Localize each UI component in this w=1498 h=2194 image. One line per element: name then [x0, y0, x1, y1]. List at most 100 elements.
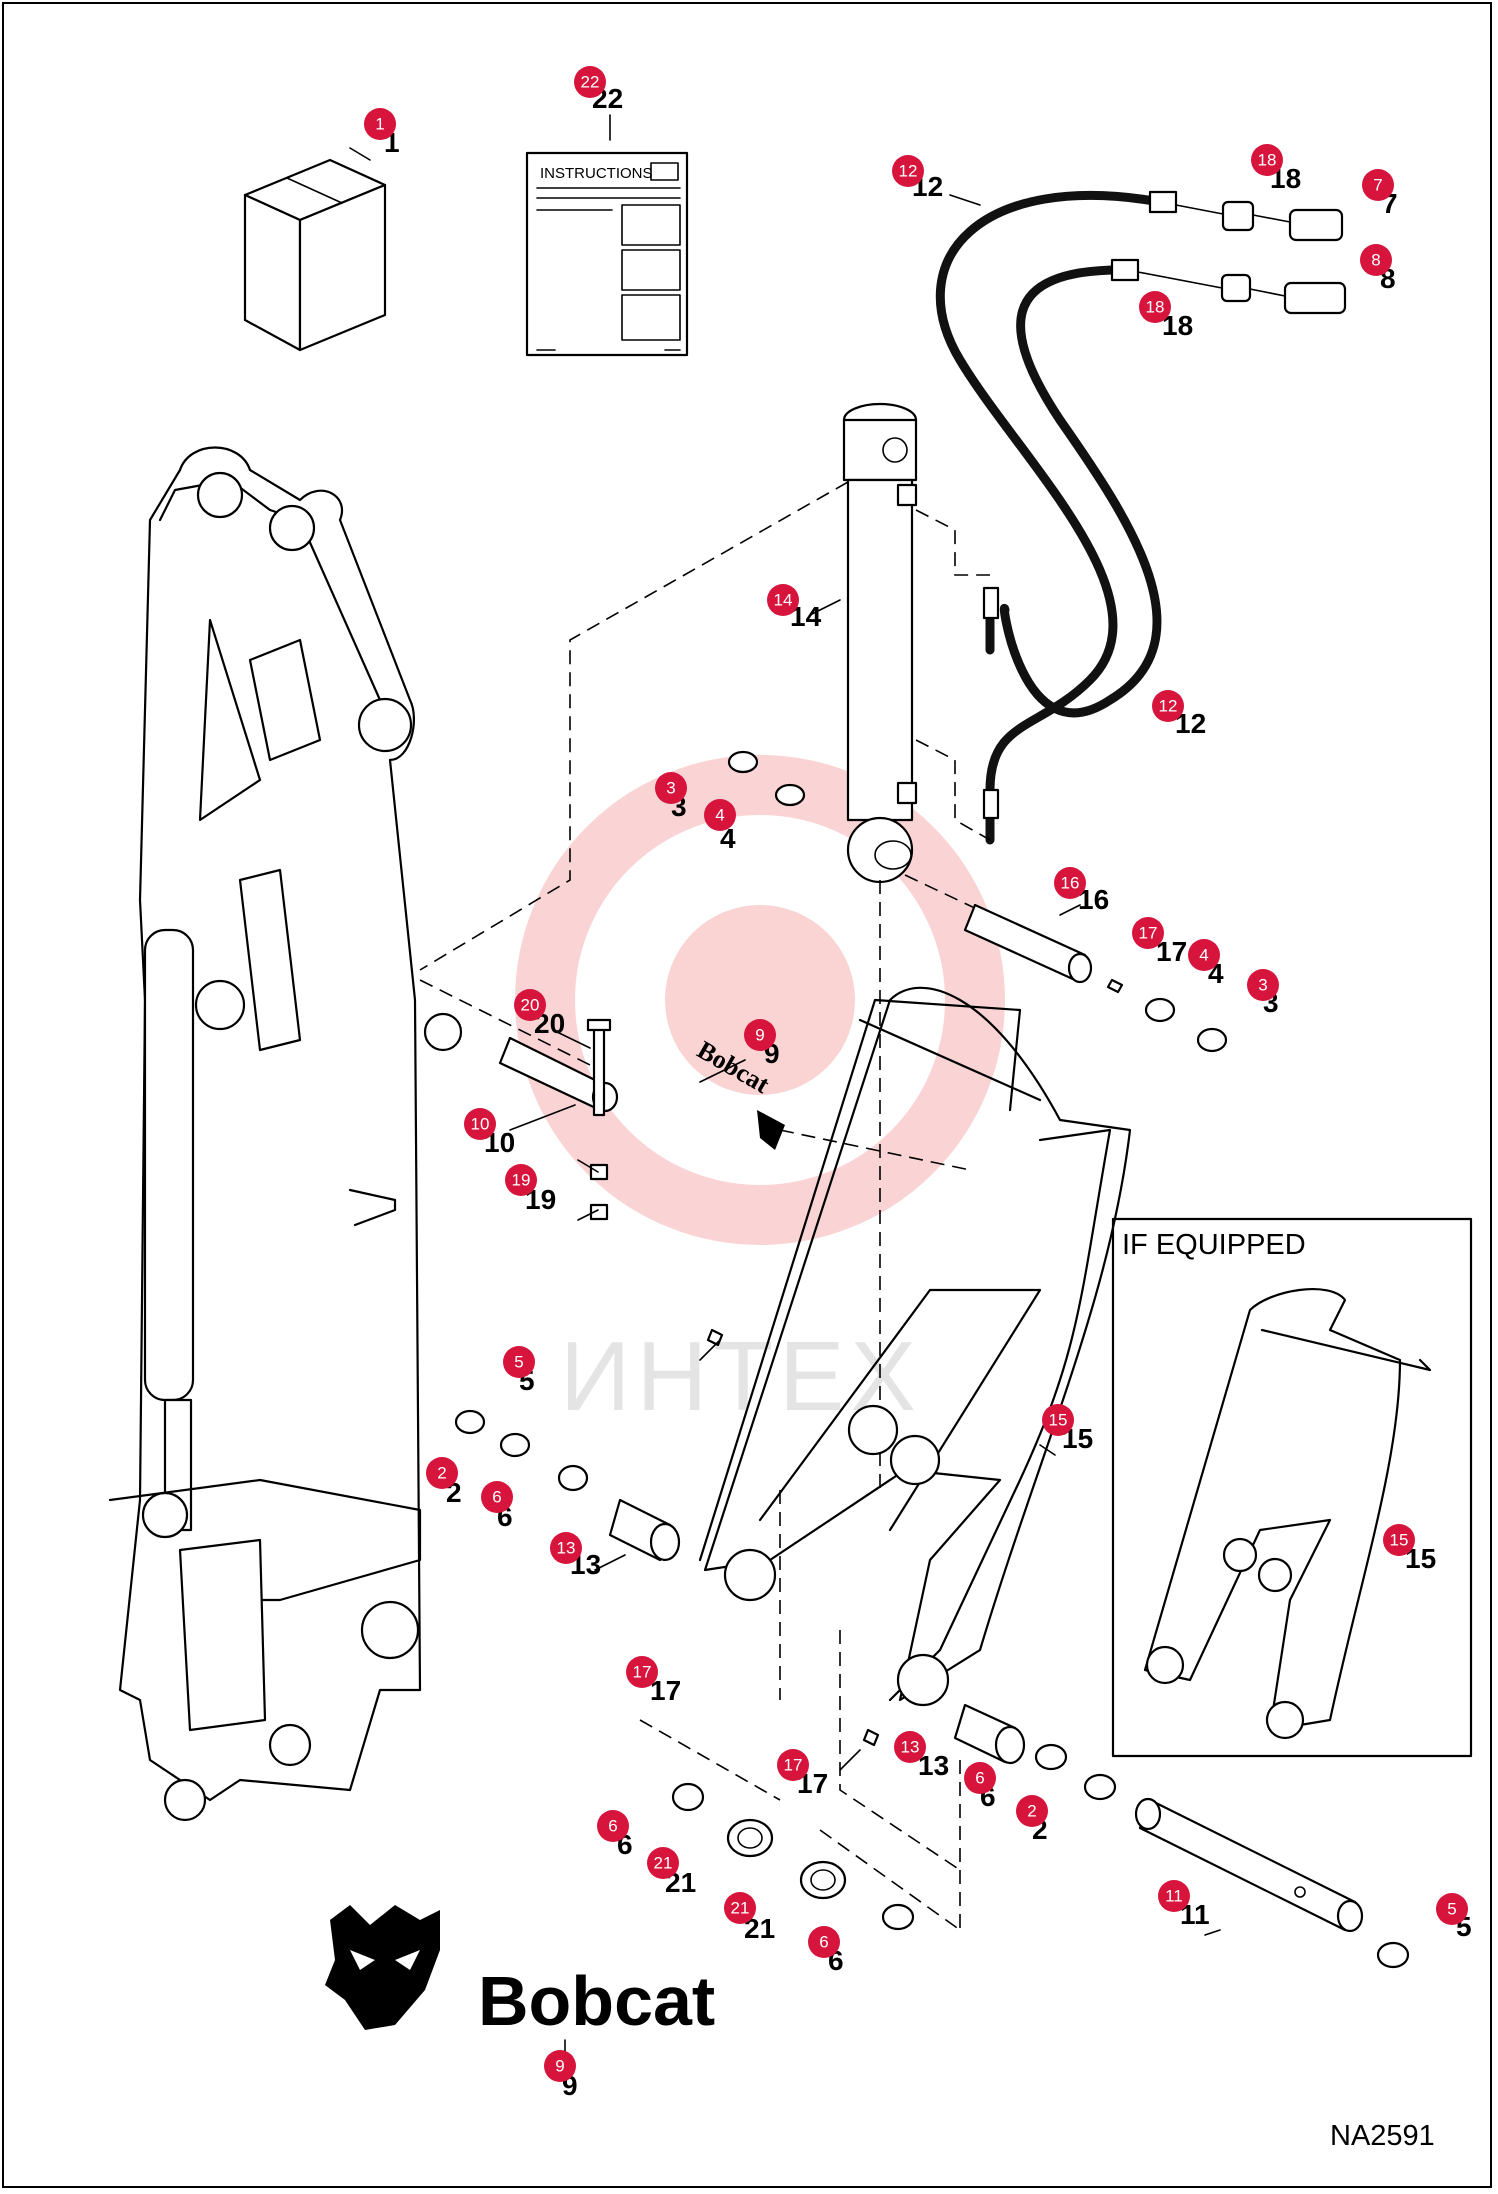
callout-badge-c21b[interactable]: 21	[724, 1892, 756, 1924]
pin-11	[1134, 1797, 1364, 1933]
callout-badge-label: 11	[1165, 1887, 1183, 1906]
callout-badge-circle[interactable]	[505, 1164, 537, 1196]
callout-badge-c17a[interactable]: 17	[1132, 917, 1164, 949]
callout-badge-circle[interactable]	[964, 1762, 996, 1794]
callout-badge-c17c[interactable]: 17	[777, 1749, 809, 1781]
callout-badge-c11[interactable]: 11	[1158, 1880, 1190, 1912]
callout-badge-label: 13	[901, 1738, 920, 1757]
callout-badge-c1[interactable]: 1	[364, 108, 396, 140]
callout-badge-c4b[interactable]: 4	[1188, 939, 1220, 971]
callout-badge-c6c[interactable]: 6	[597, 1810, 629, 1842]
callout-badge-circle[interactable]	[1362, 169, 1394, 201]
assembly-lines	[419, 481, 1001, 1931]
callout-badge-circle[interactable]	[894, 1731, 926, 1763]
inset-if-equipped: IF EQUIPPED	[1111, 1217, 1473, 1758]
callout-badge-c15b[interactable]: 15	[1383, 1524, 1415, 1556]
callout-badge-c18a[interactable]: 18	[1251, 144, 1283, 176]
callout-badge-circle[interactable]	[1251, 144, 1283, 176]
callout-badge-c12a[interactable]: 12	[892, 155, 924, 187]
callout-badge-circle[interactable]	[503, 1346, 535, 1378]
callout-badge-circle[interactable]	[1383, 1524, 1415, 1556]
callout-badge-circle[interactable]	[1436, 1893, 1468, 1925]
callout-badge-c10[interactable]: 10	[464, 1108, 496, 1140]
callout-badge-c13b[interactable]: 13	[894, 1731, 926, 1763]
callout-badge-circle[interactable]	[1188, 939, 1220, 971]
callout-badge-circle[interactable]	[777, 1749, 809, 1781]
callout-badge-circle[interactable]	[1054, 867, 1086, 899]
callout-badge-circle[interactable]	[544, 2050, 576, 2082]
callout-badge-label: 3	[1258, 976, 1267, 995]
callout-badge-c2b[interactable]: 2	[1016, 1795, 1048, 1827]
callout-badge-circle[interactable]	[655, 772, 687, 804]
callout-badge-c18b[interactable]: 18	[1139, 291, 1171, 323]
callout-badge-circle[interactable]	[1016, 1795, 1048, 1827]
callout-badge-label: 21	[731, 1899, 750, 1918]
callout-badge-circle[interactable]	[550, 1532, 582, 1564]
callout-badge-label: 2	[437, 1464, 446, 1483]
callout-badge-c19[interactable]: 19	[505, 1164, 537, 1196]
callout-badge-c7[interactable]: 7	[1362, 169, 1394, 201]
callout-badge-c14[interactable]: 14	[767, 584, 799, 616]
callout-badge-circle[interactable]	[574, 66, 606, 98]
callout-badge-circle[interactable]	[1152, 690, 1184, 722]
callout-badge-circle[interactable]	[481, 1481, 513, 1513]
callout-badge-circle[interactable]	[767, 584, 799, 616]
callout-badge-circle[interactable]	[1139, 291, 1171, 323]
callout-badge-circle[interactable]	[464, 1108, 496, 1140]
callout-badge-label: 16	[1061, 874, 1080, 893]
callout-badge-label: 10	[471, 1115, 490, 1134]
callout-badge-circle[interactable]	[744, 1019, 776, 1051]
callout-badge-label: 13	[557, 1539, 576, 1558]
callout-badge-c8[interactable]: 8	[1360, 244, 1392, 276]
callout-badge-c15a[interactable]: 15	[1042, 1404, 1074, 1436]
callout-badge-circle[interactable]	[1360, 244, 1392, 276]
hose-fittings	[1137, 200, 1347, 315]
callout-badge-c20[interactable]: 20	[514, 989, 546, 1021]
callout-badge-label: 12	[899, 162, 918, 181]
callout-badge-circle[interactable]	[647, 1847, 679, 1879]
callout-badge-circle[interactable]	[597, 1810, 629, 1842]
callout-badge-c16[interactable]: 16	[1054, 867, 1086, 899]
callout-badge-circle[interactable]	[1132, 917, 1164, 949]
hydraulic-hoses	[935, 190, 1178, 845]
callout-badge-c17b[interactable]: 17	[626, 1656, 658, 1688]
callout-number-c4a: 4	[720, 823, 736, 854]
callout-badge-c3b[interactable]: 3	[1247, 969, 1279, 1001]
callout-badge-label: 18	[1146, 298, 1165, 317]
callout-badge-circle[interactable]	[704, 799, 736, 831]
callout-badge-circle[interactable]	[364, 108, 396, 140]
callout-badge-label: 6	[819, 1933, 828, 1952]
callout-badge-c9a[interactable]: 9	[744, 1019, 776, 1051]
excavator-arm	[108, 446, 422, 1822]
callout-badge-c21a[interactable]: 21	[647, 1847, 679, 1879]
callout-badge-c12b[interactable]: 12	[1152, 690, 1184, 722]
callout-badge-circle[interactable]	[626, 1656, 658, 1688]
callout-badge-c6d[interactable]: 6	[808, 1926, 840, 1958]
instructions-label: INSTRUCTIONS	[540, 165, 653, 182]
callout-badge-circle[interactable]	[1158, 1880, 1190, 1912]
callout-badge-label: 5	[514, 1353, 523, 1372]
callout-badge-circle[interactable]	[808, 1926, 840, 1958]
callout-badge-label: 6	[975, 1769, 984, 1788]
callout-badge-c22[interactable]: 22	[574, 66, 606, 98]
callout-badge-circle[interactable]	[514, 989, 546, 1021]
callout-badge-c3a[interactable]: 3	[655, 772, 687, 804]
callout-badge-c4a[interactable]: 4	[704, 799, 736, 831]
callout-badge-circle[interactable]	[426, 1457, 458, 1489]
callout-badge-label: 4	[715, 806, 724, 825]
callout-badge-label: 2	[1027, 1802, 1036, 1821]
callout-badge-circle[interactable]	[1042, 1404, 1074, 1436]
callout-badge-circle[interactable]	[892, 155, 924, 187]
callout-badge-circle[interactable]	[1247, 969, 1279, 1001]
callout-badge-label: 9	[755, 1026, 764, 1045]
callout-badge-circle[interactable]	[724, 1892, 756, 1924]
callout-badge-c5b[interactable]: 5	[1436, 1893, 1468, 1925]
callout-badge-c6b[interactable]: 6	[964, 1762, 996, 1794]
callout-badge-c5a[interactable]: 5	[503, 1346, 535, 1378]
callout-badge-c2a[interactable]: 2	[426, 1457, 458, 1489]
instructions-sheet: INSTRUCTIONS	[525, 151, 689, 357]
callout-badge-c9b[interactable]: 9	[544, 2050, 576, 2082]
callout-badge-label: 19	[512, 1171, 531, 1190]
callout-badge-c6a[interactable]: 6	[481, 1481, 513, 1513]
callout-badge-c13a[interactable]: 13	[550, 1532, 582, 1564]
